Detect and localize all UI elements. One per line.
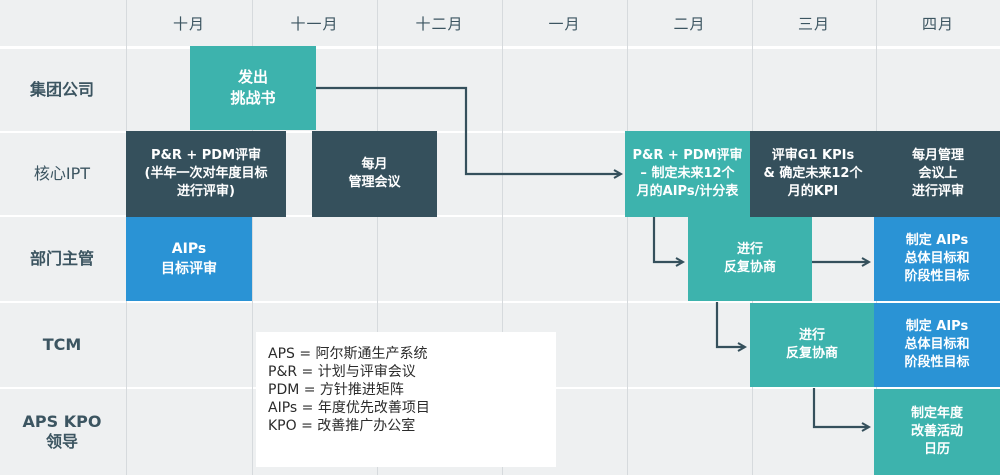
box-tcm-negotiate: 进行 反复协商: [750, 303, 874, 387]
row-label-dept: 部门主管: [29, 249, 94, 268]
arrow-aips-to-dept-negotiate: [652, 216, 683, 262]
box-issue-challenge: 发出 挑战书: [190, 46, 316, 130]
grid-line: [252, 0, 253, 475]
row-label-group: 集团公司: [29, 80, 94, 99]
arrow-challenge-to-review: [316, 86, 621, 174]
box-dept-set-aips: 制定 AIPs 总体目标和 阶段性目标: [874, 217, 1000, 301]
header-divider: [0, 46, 1000, 49]
month-label: 二月: [673, 15, 706, 33]
month-label: 一月: [548, 15, 581, 33]
row-band-group: [0, 49, 1000, 131]
legend-item: KPO = 改善推广办公室: [268, 418, 416, 434]
row-label-kpo: APS KPO 领导: [22, 412, 102, 451]
month-label: 十一月: [290, 15, 339, 33]
box-tcm-set-aips: 制定 AIPs 总体目标和 阶段性目标: [874, 303, 1000, 387]
month-label: 三月: [797, 15, 830, 33]
legend-item: AIPs = 年度优先改善项目: [268, 400, 430, 416]
arrow-tcm-to-kpo: [812, 388, 869, 427]
box-dept-negotiate: 进行 反复协商: [688, 217, 812, 301]
month-label: 十二月: [415, 15, 464, 33]
month-label: 十月: [172, 15, 205, 33]
box-kpo-calendar: 制定年度 改善活动 日历: [874, 389, 1000, 475]
arrow-dept-to-tcm-negotiate: [715, 302, 745, 347]
grid-line: [627, 0, 628, 475]
legend-item: PDM = 方针推进矩阵: [268, 382, 404, 398]
grid-line: [377, 0, 378, 475]
month-label: 四月: [921, 15, 954, 33]
month-header-band: [0, 0, 1000, 46]
legend-box: APS = 阿尔斯通生产系统 P&R = 计划与评审会议 PDM = 方针推进矩…: [256, 332, 556, 467]
box-core-monthly-meeting: 每月 管理会议: [312, 131, 437, 217]
row-label-core-ipt: 核心IPT: [33, 164, 91, 183]
legend-item: APS = 阿尔斯通生产系统: [268, 346, 428, 362]
row-label-tcm: TCM: [42, 335, 82, 354]
legend-item: P&R = 计划与评审会议: [268, 364, 416, 380]
box-dept-aips-review: AIPs 目标评审: [126, 217, 252, 301]
box-core-pr-pdm-review: P&R + PDM评审 (半年一次对年度目标 进行评审): [126, 131, 286, 217]
box-core-g1-kpis: 评审G1 KPIs & 确定未来12个 月的KPI: [750, 131, 876, 217]
box-core-monthly-review: 每月管理 会议上 进行评审: [876, 131, 1000, 217]
grid-line: [502, 0, 503, 475]
box-core-pr-pdm-aips: P&R + PDM评审 – 制定未来12个 月的AIPs/计分表: [625, 131, 750, 217]
